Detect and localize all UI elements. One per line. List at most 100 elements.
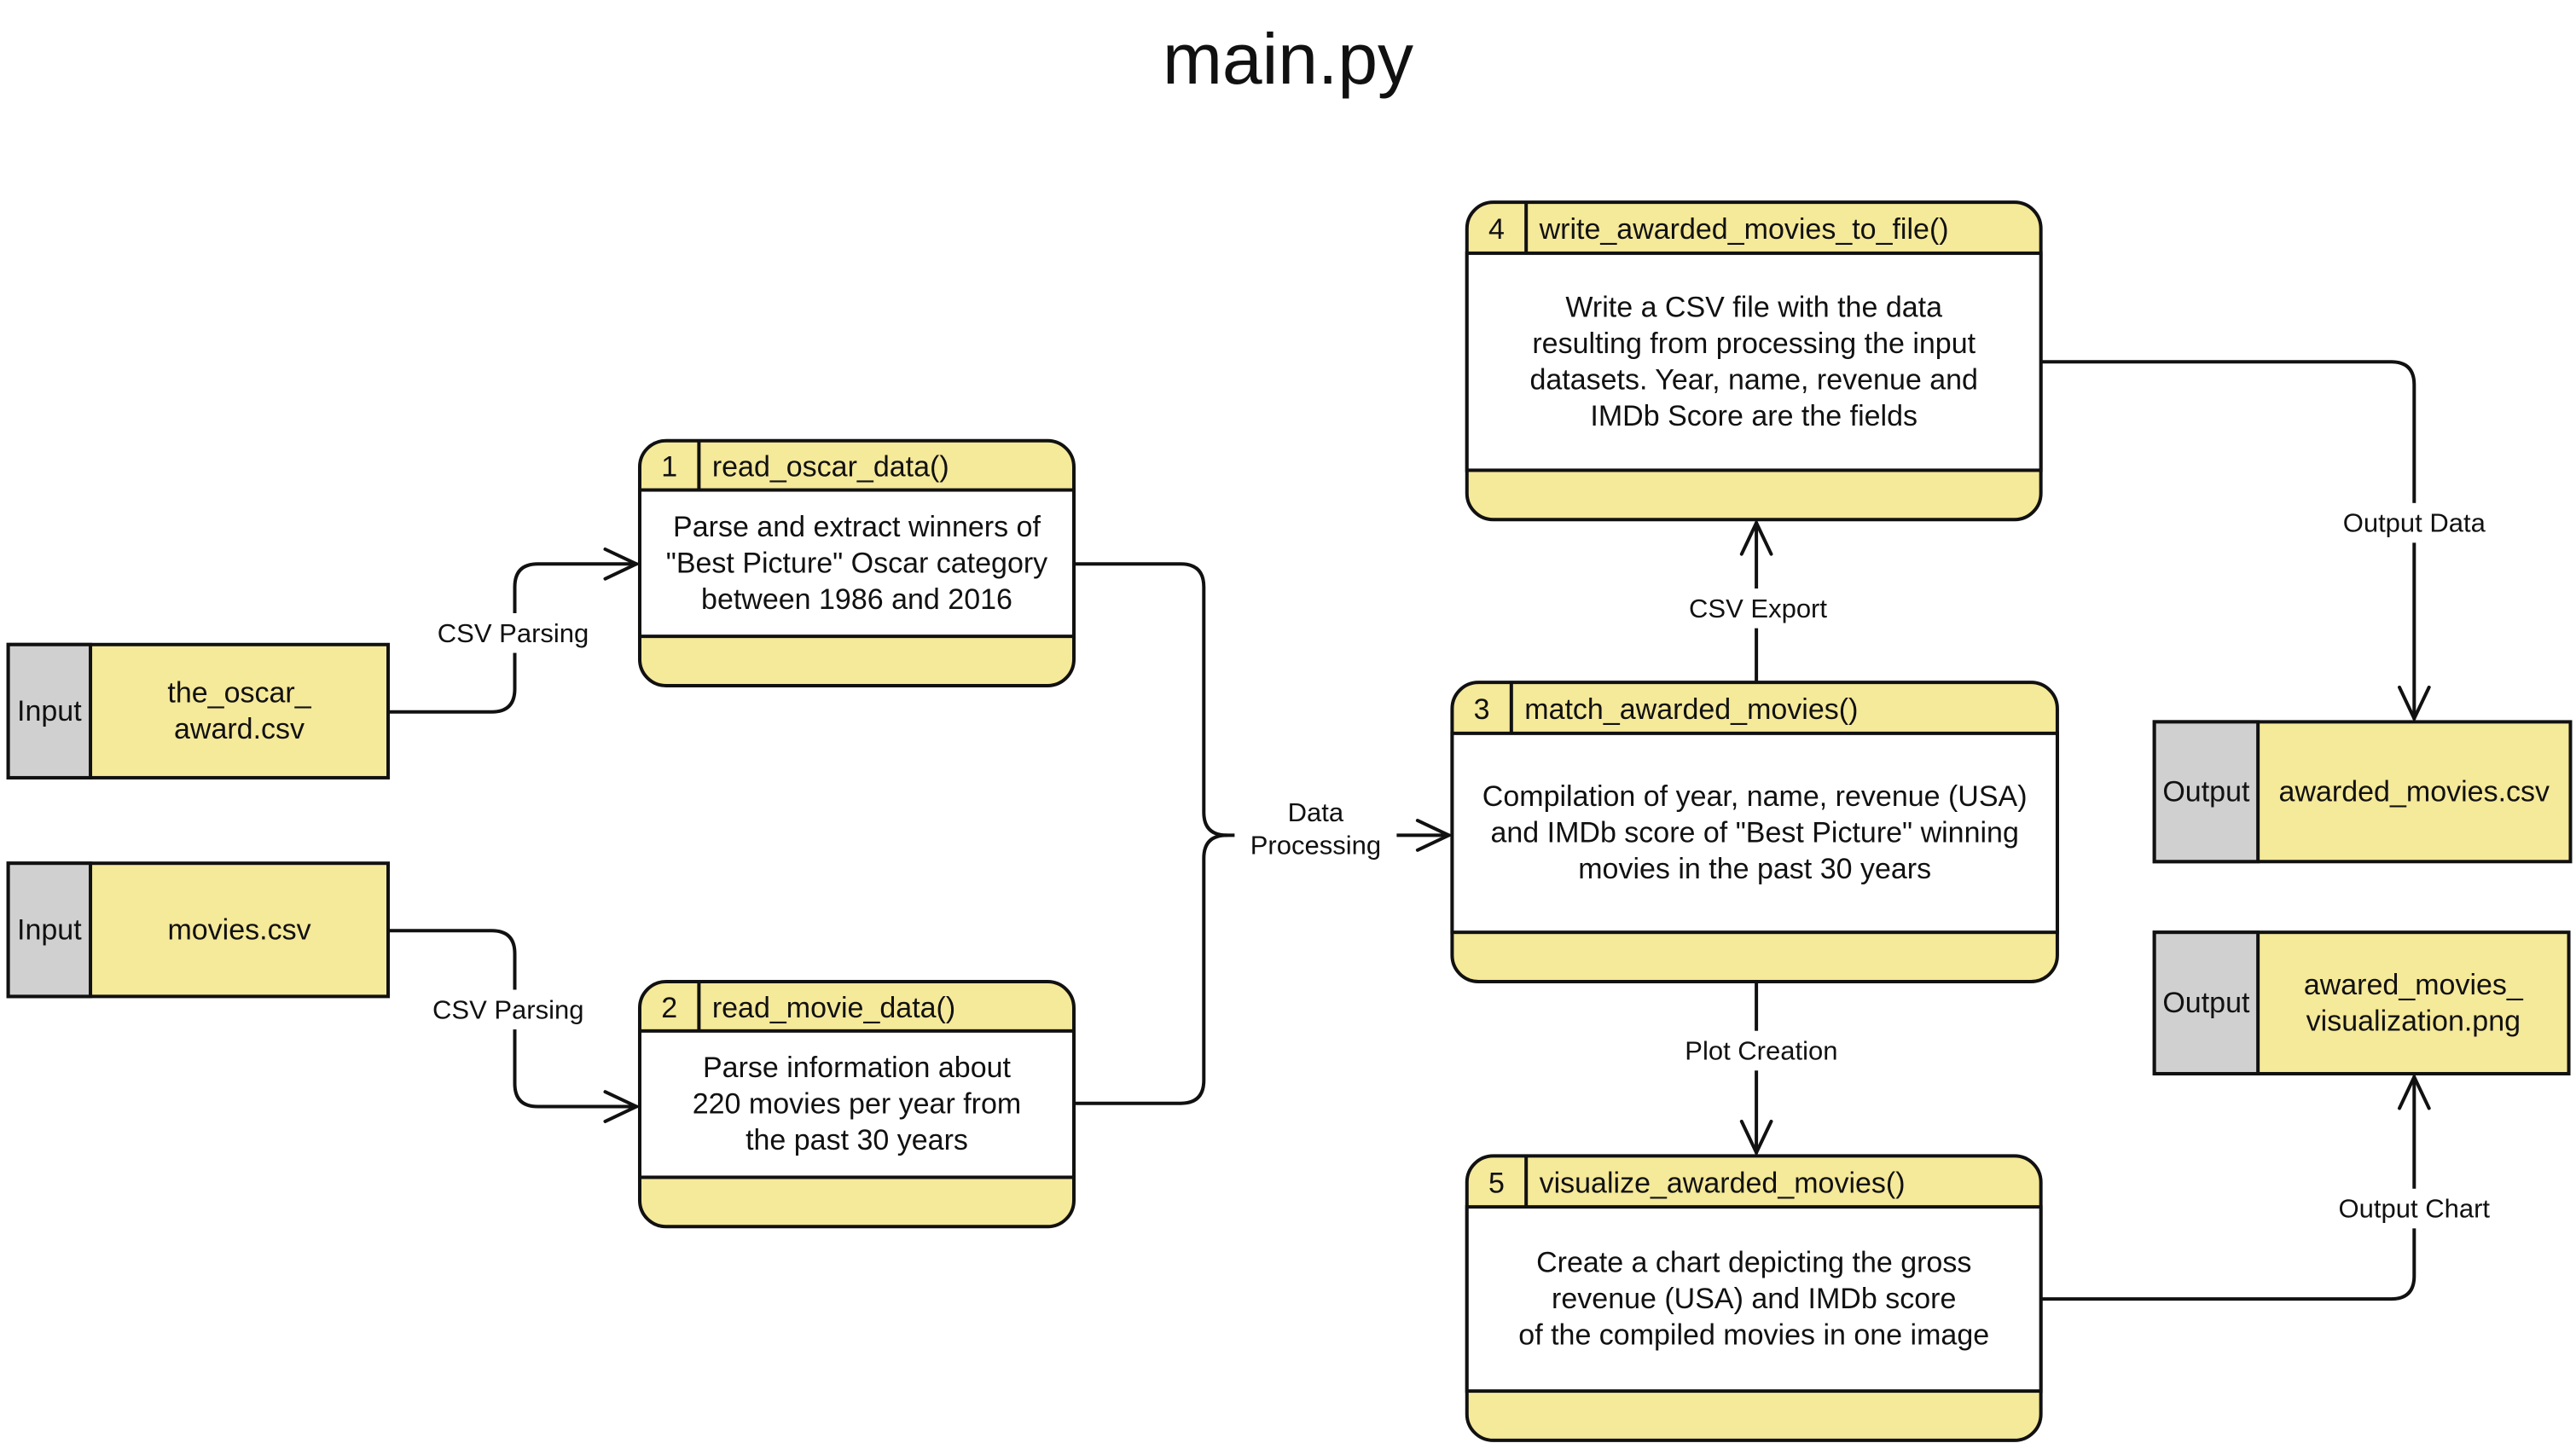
arrowhead [1739,519,1773,556]
edge-label-text: Plot Creation [1685,1035,1837,1065]
input-file-box-2: Input movies.csv [6,861,391,999]
edge-label-text-line: CSV Parsing [438,618,589,648]
edge-label-text: Output Chart [2339,1194,2491,1224]
edge-label-2: CSV Parsing [420,989,597,1030]
edge-label-background [1234,792,1397,866]
edge-label-text-line: Plot Creation [1685,1035,1837,1065]
process-box-body [637,488,1076,639]
process-description-line: Create a chart depicting the gross [1536,1247,1971,1279]
process-number: 4 [1488,213,1505,246]
edge-label-text: CSV Parsing [432,994,583,1024]
output-file-name-line: visualization.png [2306,1005,2521,1037]
output-file-name-line: awared_movies_ [2304,969,2524,1001]
process-description-line: Write a CSV file with the data [1565,292,1942,324]
edge-label-background [2318,1188,2510,1229]
input-file-name-line: movies.csv [167,913,310,946]
connector-line [1072,833,1451,1105]
edge-label-background [1658,1030,1865,1071]
process-description-line: revenue (USA) and IMDb score [1552,1283,1956,1315]
edge-label-text-line: Processing [1250,830,1381,860]
process-name: match_awarded_movies() [1524,693,1858,726]
process-name: write_awarded_movies_to_file() [1539,213,1949,246]
input-tag-cell [6,642,93,779]
input-file-box-1: Input the_oscar_award.csv [6,642,391,779]
process-box-body [1450,731,2059,935]
process-box-body [1465,1205,2043,1394]
process-box-5: 5 visualize_awarded_movies() Create a char… [1465,1154,2043,1442]
edge-label-background [2325,502,2503,543]
process-box-body [1465,251,2043,472]
edge-label-1: CSV Parsing [425,613,602,653]
output-tag: Output [2162,775,2250,808]
process-description-line: datasets. Year, name, revenue and [1529,363,1978,396]
input-file-name-line: the_oscar_ [167,677,311,710]
output-file-name: awarded_movies.csv [2279,775,2550,808]
edge-label-5: Output Data [2325,502,2503,543]
process-description: Compilation of year, name, revenue (USA)… [1482,780,2028,885]
edge-label-background [420,989,597,1030]
edge-label-text: CSV Export [1689,594,1827,623]
arrowhead [603,548,641,581]
process-name: visualize_awarded_movies() [1540,1167,1906,1199]
process-description-line: the past 30 years [746,1124,968,1156]
process-number: 2 [661,992,677,1024]
process-description-line: Parse information about [703,1052,1012,1084]
process-description-line: IMDb Score are the fields [1590,400,1917,432]
input-tag: Input [17,913,82,946]
output-tag-cell [2152,930,2260,1075]
edge-label-background [1677,588,1840,629]
edge-label-4: CSV Export [1677,588,1840,629]
input-tag-cell [6,861,93,999]
output-file-box-1: Output awarded_movies.csv [2152,720,2573,864]
process-description: Create a chart depicting the gross revenu… [1518,1247,1989,1352]
process-description-line: Compilation of year, name, revenue (USA) [1482,780,2028,813]
process-description: Parse information about 220 movies per ye… [693,1052,1022,1156]
arrowhead [603,1090,641,1123]
connector-line [2039,1075,2416,1301]
output-tag-cell [2152,720,2260,864]
arrowhead [1415,819,1453,852]
process-description-line: of the compiled movies in one image [1518,1319,1989,1352]
process-description-line: movies in the past 30 years [1578,853,1931,885]
process-box-body [637,1029,1076,1179]
process-description-line: 220 movies per year from [693,1088,1022,1121]
process-name: read_movie_data() [712,992,955,1024]
edge-label-text-line: CSV Export [1689,594,1827,623]
edge-label-text: CSV Parsing [438,618,589,648]
arrowhead [2398,1073,2431,1110]
edge-label-text-line: CSV Parsing [432,994,583,1024]
connector-line [2039,360,2416,721]
edge-label-text: Output Data [2343,508,2486,538]
process-description-line: Parse and extract winners of [673,511,1041,543]
process-name: read_oscar_data() [712,451,949,484]
input-file-name: movies.csv [167,913,310,946]
process-description: Parse and extract winners of "Best Pictur… [666,511,1047,616]
process-description-line: resulting from processing the input [1532,327,1976,360]
edge-label-background [425,613,602,653]
edges-layer [386,360,2431,1301]
connector-line [1072,562,1229,837]
edge-label-text-line: Output Data [2343,508,2486,538]
arrowhead [2398,685,2431,723]
input-file-name: the_oscar_award.csv [167,677,311,745]
edge-label-text-line: Output Chart [2339,1194,2491,1224]
input-file-name-line: award.csv [174,713,305,745]
process-description-line: "Best Picture" Oscar category [666,547,1047,579]
edge-label-text-line: Data [1288,797,1344,827]
process-box-2: 2 read_movie_data() Parse information abou… [637,980,1076,1229]
process-number: 5 [1488,1167,1505,1199]
process-description-line: and IMDb score of "Best Picture" winning [1490,817,2018,849]
process-box-4: 4 write_awarded_movies_to_file() Write a C… [1465,200,2043,522]
input-tag: Input [17,695,82,727]
diagram-title: main.py [1163,19,1413,99]
output-file-name-line: awarded_movies.csv [2279,775,2550,808]
